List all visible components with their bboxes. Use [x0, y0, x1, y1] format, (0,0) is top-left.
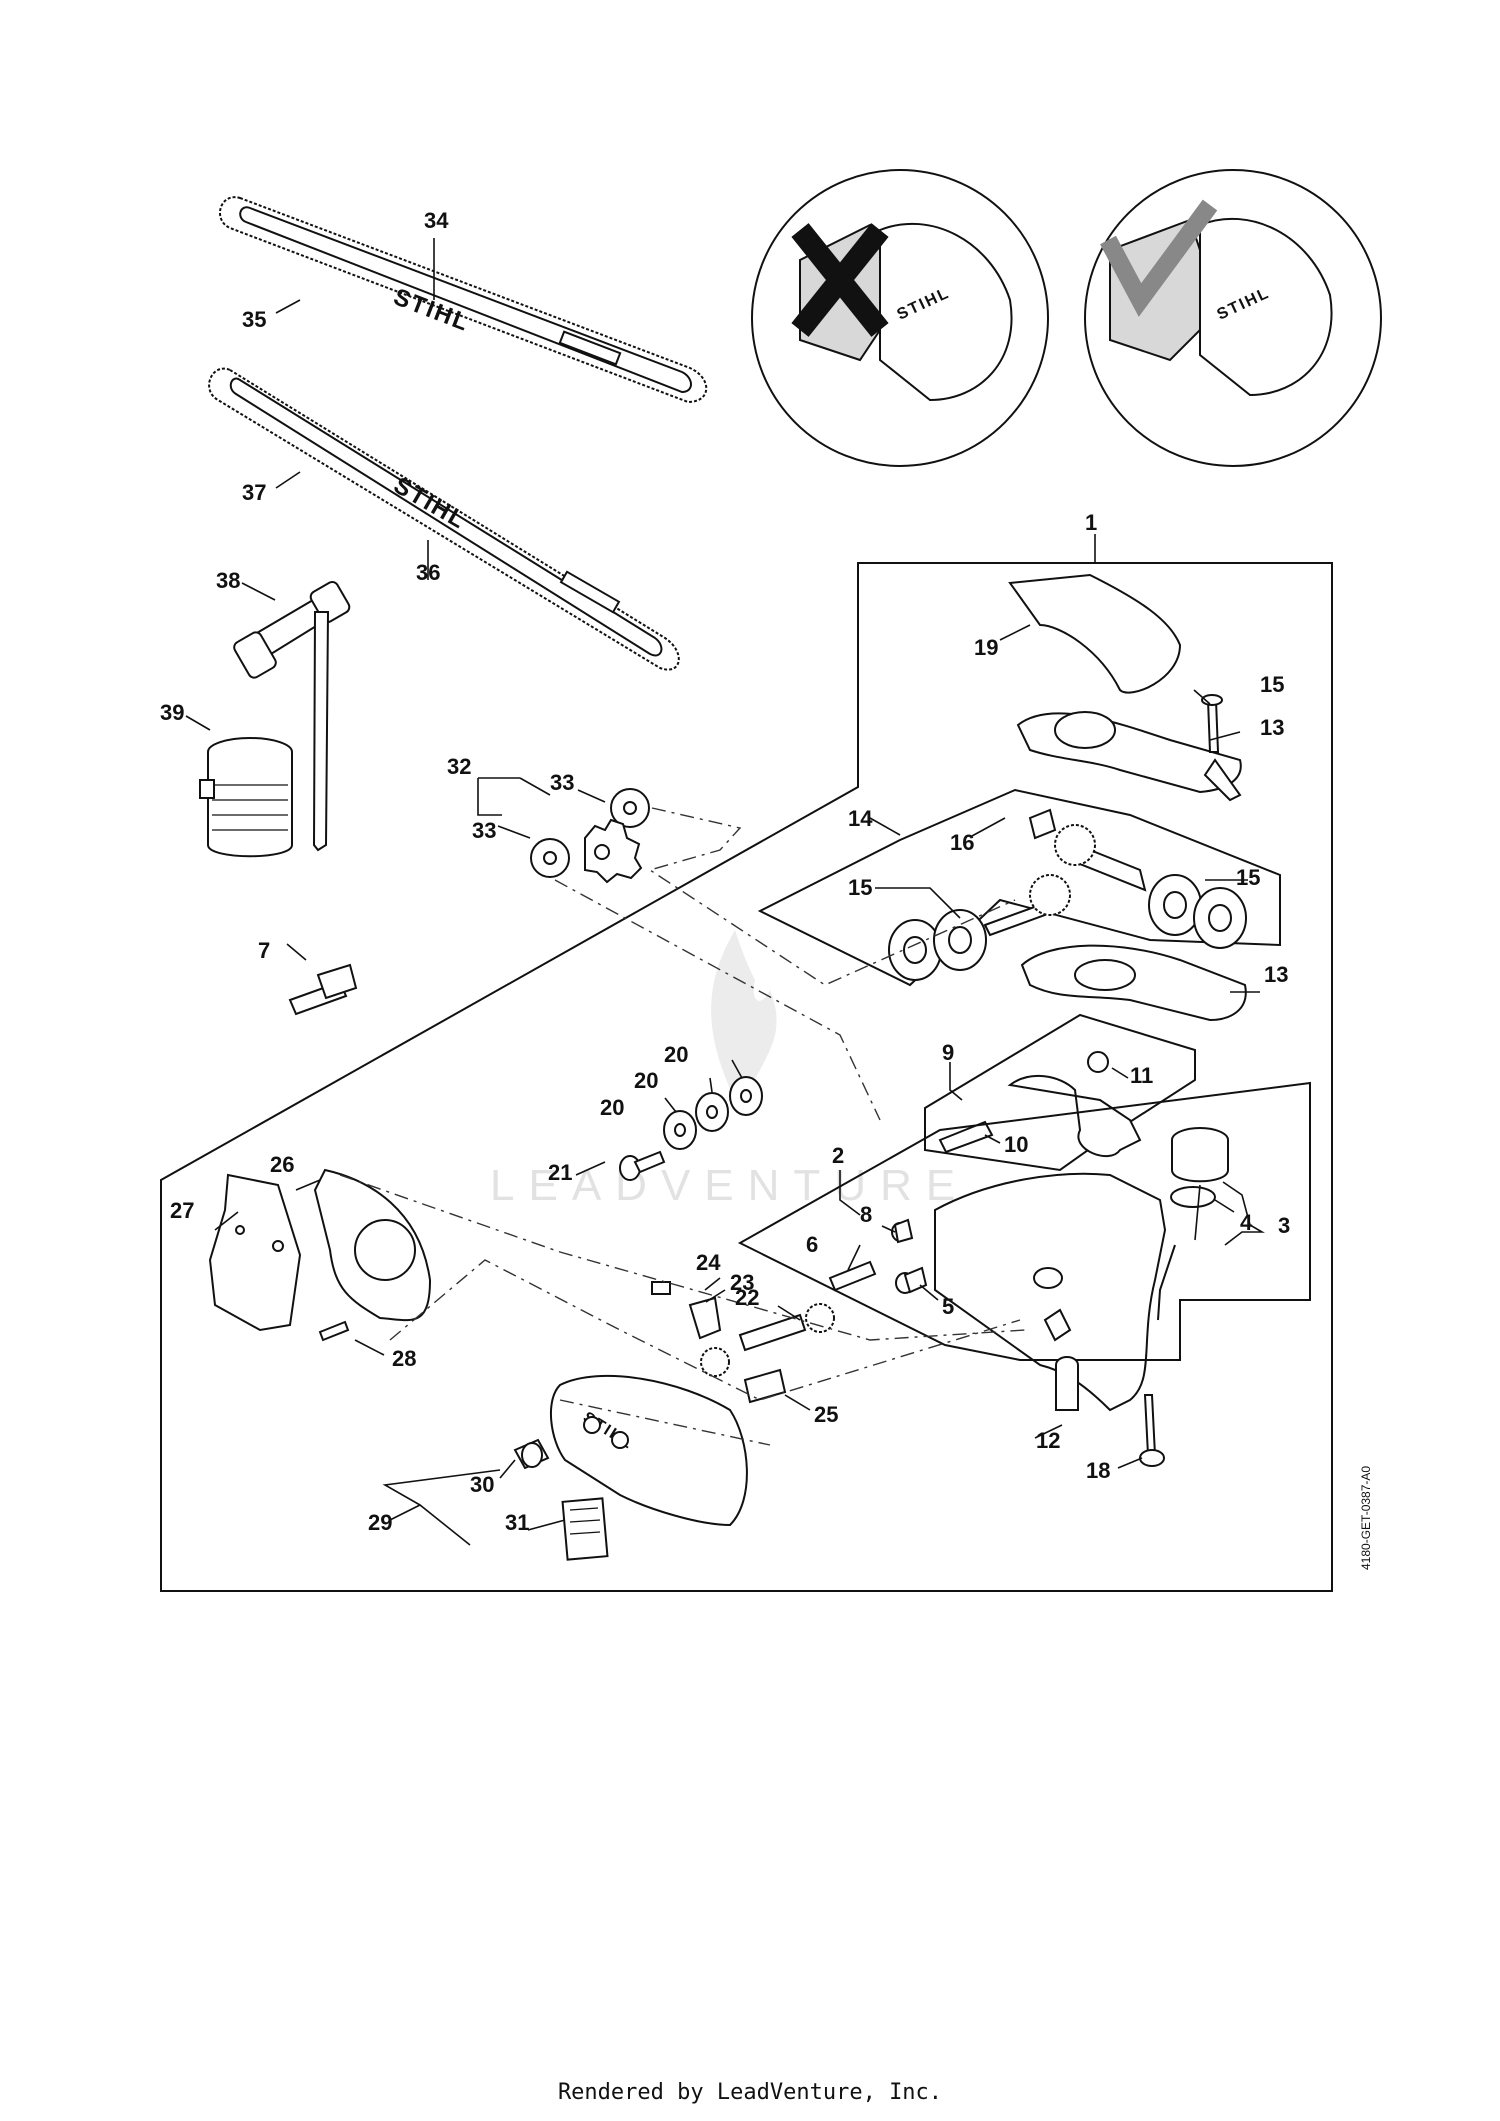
callout-19: 19 [974, 635, 998, 660]
inset-powerhead-crossed: STIHL [751, 169, 1049, 467]
reference-line-c [339, 1174, 1026, 1341]
callout-6: 6 [806, 1232, 818, 1257]
guide-bar-34: STIHL [219, 196, 708, 404]
watermark: LEADVENTURE [490, 1161, 969, 1210]
callout-2: 2 [832, 1143, 844, 1168]
o-ring-4 [1170, 1186, 1216, 1208]
grease-tube-39 [199, 737, 293, 858]
reference-line-b [554, 879, 881, 1121]
callout-12: 12 [1036, 1428, 1060, 1453]
callout-32: 32 [447, 754, 471, 779]
sub-assembly-frame-14 [757, 788, 1281, 987]
callout-34: 34 [424, 208, 449, 233]
callout-29: 29 [368, 1510, 392, 1535]
gear-shaft [983, 808, 1147, 937]
oil-pump-frame-9 [924, 1013, 1196, 1172]
callout-24: 24 [696, 1250, 721, 1275]
sprocket-cover-29: STIHL [549, 1374, 748, 1527]
callout-1: 1 [1085, 510, 1097, 535]
callout-39: 39 [160, 700, 184, 725]
callout-8: 8 [860, 1202, 872, 1227]
callout-14: 14 [848, 806, 873, 831]
callout-23: 23 [730, 1270, 754, 1295]
callout-21: 21 [548, 1160, 572, 1185]
label-31 [561, 1497, 609, 1561]
reference-line-d [389, 1259, 1021, 1401]
assembly-frame-1 [160, 562, 1333, 1592]
callout-22: 22 [735, 1285, 759, 1310]
callout-7: 7 [258, 938, 270, 963]
callout-4: 4 [1240, 1210, 1253, 1235]
callout-5: 5 [942, 1294, 954, 1319]
chain-tensioner-22-25 [651, 1281, 835, 1404]
callout-36: 36 [416, 560, 440, 585]
bearings-15-left [888, 909, 987, 981]
callout-16: 16 [950, 830, 974, 855]
cover-19 [1008, 573, 1182, 694]
callout-20b: 20 [634, 1068, 658, 1093]
callout-26: 26 [270, 1152, 294, 1177]
inset-powerhead: STIHL [1084, 169, 1382, 467]
drawing-code: 4180-GET-0387-A0 [1359, 1466, 1373, 1570]
callout-13a: 13 [1260, 715, 1284, 740]
guide-plate-27 [208, 1173, 302, 1332]
small-parts-frame-2 [737, 1081, 1311, 1361]
callout-13b: 13 [1264, 962, 1288, 987]
gear-housing-13-lower [1020, 944, 1247, 1022]
callout-37: 37 [242, 480, 266, 505]
stud-7 [288, 963, 358, 1016]
callout-10: 10 [1004, 1132, 1028, 1157]
callout-33a: 33 [550, 770, 574, 795]
check-mark-icon [1100, 199, 1218, 317]
guide-bar-36: STIHL [208, 367, 680, 671]
reference-line-a [648, 807, 1016, 986]
callout-11: 11 [1130, 1063, 1153, 1088]
callout-15a: 15 [848, 875, 872, 900]
callout-27: 27 [170, 1198, 194, 1223]
callout-9: 9 [942, 1040, 954, 1065]
plate-26 [313, 1168, 432, 1322]
callout-35: 35 [242, 307, 266, 332]
callout-20a: 20 [664, 1042, 688, 1067]
callout-33b: 33 [472, 818, 496, 843]
callout-30: 30 [470, 1472, 494, 1497]
callout-20c: 20 [600, 1095, 624, 1120]
reference-line-e [559, 1399, 771, 1446]
screw-28 [318, 1320, 350, 1342]
callout-28: 28 [392, 1346, 416, 1371]
studs-5-6-8 [828, 1218, 928, 1294]
combination-wrench-38 [233, 580, 351, 852]
washers-20 [663, 1076, 763, 1150]
screw-17 [1206, 699, 1220, 753]
leader-lines [185, 238, 1265, 1546]
oil-cap-3 [1170, 1127, 1229, 1241]
footer-credit: Rendered by LeadVenture, Inc. [557, 2080, 943, 2105]
callout-15b: 15 [1236, 865, 1260, 890]
nut-30 [513, 1438, 550, 1470]
callout-38: 38 [216, 568, 240, 593]
sleeve-12 [1055, 1356, 1079, 1411]
cross-mark-icon [791, 223, 889, 337]
gear-housing-13-upper [1016, 711, 1242, 802]
callouts: 34 35 36 37 38 39 7 32 33 33 1 19 15 13 … [160, 208, 1290, 1535]
sprocket-assembly-32 [530, 788, 650, 884]
bearings-15-right [1148, 874, 1247, 949]
callout-3: 3 [1278, 1213, 1290, 1238]
oil-pump-parts [938, 1051, 1142, 1158]
callout-25: 25 [814, 1402, 838, 1427]
callout-18: 18 [1086, 1458, 1110, 1483]
screw-18 [1139, 1394, 1165, 1467]
callout-17: 15 [1260, 672, 1284, 697]
screw-21 [619, 1150, 666, 1181]
watermark-flame-icon [711, 930, 777, 1110]
callout-31: 31 [505, 1510, 529, 1535]
